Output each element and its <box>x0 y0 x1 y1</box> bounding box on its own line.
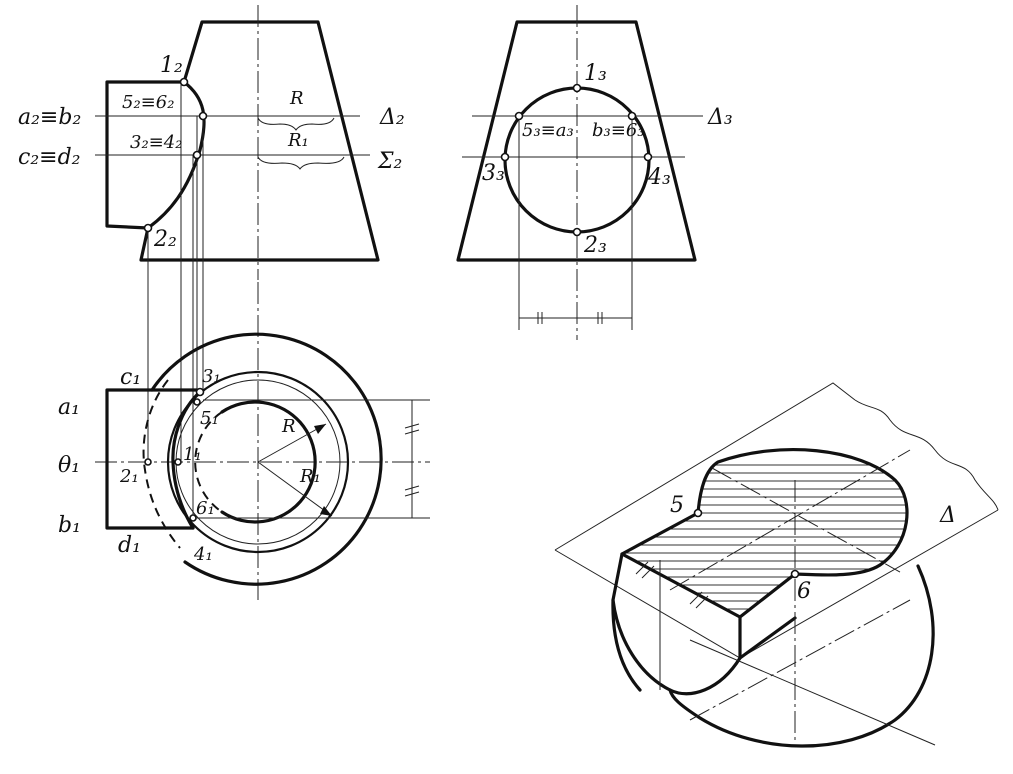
front-intersection-curve <box>146 80 206 230</box>
label-theta1: θ₁ <box>58 453 80 478</box>
iso-axis <box>689 599 911 721</box>
label-2-2: 2₂ <box>153 227 177 252</box>
isometric-view: 5 6 Δ <box>554 382 999 748</box>
label-b-3-6-3: b₃≡6₃ <box>592 120 645 141</box>
dim-tick <box>635 561 649 575</box>
cone-body-curve <box>668 564 935 748</box>
point-1-2 <box>179 77 189 87</box>
top-prism-outline <box>105 388 199 530</box>
label-d1: d₁ <box>118 533 141 558</box>
label-1-3: 1₃ <box>584 61 607 86</box>
front-cone-outline <box>139 20 380 262</box>
cone-body-left <box>611 598 642 692</box>
point-6-iso <box>790 569 800 579</box>
label-3-2-4-2: 3₂≡4₂ <box>130 132 182 153</box>
label-R1-front: R₁ <box>287 130 309 151</box>
point-3-2 <box>192 150 202 160</box>
label-delta-iso: Δ <box>939 503 956 528</box>
label-6-1: 6₁ <box>196 498 215 519</box>
brace-R <box>257 117 335 131</box>
label-6-iso: 6 <box>797 579 811 604</box>
top-circle-R1 <box>166 370 350 554</box>
plane-delta <box>554 382 856 551</box>
label-c1: c₁ <box>120 365 141 390</box>
label-5-1: 5₁ <box>200 408 219 429</box>
top-intersection-curve <box>171 390 202 530</box>
dim-tick <box>404 429 420 435</box>
top-outer-circle <box>150 332 383 586</box>
brace-R1 <box>257 156 345 170</box>
label-delta3: Δ₃ <box>707 105 733 130</box>
front-prism-outline <box>105 80 186 230</box>
label-b1: b₁ <box>58 513 81 538</box>
point-3-1 <box>195 387 205 397</box>
side-cone-outline <box>456 20 697 262</box>
label-4-1: 4₁ <box>193 544 213 565</box>
label-sigma2: Σ₂ <box>377 149 402 174</box>
dim-tick <box>689 591 703 605</box>
top-view: c₁ a₁ θ₁ b₁ d₁ 3₁ 5₁ 1₁ 2₁ 6₁ 4₁ R R₁ <box>58 282 430 600</box>
iso-construction-line <box>689 639 936 746</box>
prism-side-edge <box>738 616 797 660</box>
label-3-3: 3₃ <box>482 161 505 186</box>
point-6-1 <box>189 514 197 522</box>
front-view: a₂≡b₂ c₂≡d₂ 1₂ 5₂≡6₂ 3₂≡4₂ 2₂ R R₁ Δ₂ Σ₂ <box>18 5 405 518</box>
label-R-front: R <box>289 88 304 109</box>
dim-tick <box>404 491 420 497</box>
dim-tick <box>641 565 655 579</box>
label-1-1: 1₁ <box>183 444 202 465</box>
arrowhead <box>320 506 332 516</box>
prism-front-face <box>611 552 742 696</box>
label-1-2: 1₂ <box>160 53 183 78</box>
radius-R1-arrow <box>257 461 333 517</box>
label-4-3: 4₃ <box>647 165 671 190</box>
label-a2-b2: a₂≡b₂ <box>18 105 81 130</box>
point-2-3 <box>572 227 582 237</box>
point-5-1 <box>193 398 201 406</box>
iso-axis <box>711 467 901 573</box>
point-6-3 <box>627 111 637 121</box>
label-R1-top: R₁ <box>299 466 321 487</box>
top-hidden-curve <box>142 379 181 549</box>
point-4-3 <box>643 152 653 162</box>
side-view: 1₃ 5₃≡a₃ b₃≡6₃ 3₃ 4₃ 2₃ Δ₃ <box>456 5 733 340</box>
section-outline <box>696 448 909 577</box>
top-circle-R-hidden <box>194 411 223 513</box>
point-1-3 <box>572 83 582 93</box>
label-a1: a₁ <box>58 395 80 420</box>
point-2-2 <box>143 223 153 233</box>
dim-tick <box>404 423 420 429</box>
label-c2-d2: c₂≡d₂ <box>18 145 80 170</box>
label-5-3-a-3: 5₃≡a₃ <box>522 120 574 141</box>
label-5-iso: 5 <box>670 493 684 518</box>
radius-R-arrow <box>257 423 327 463</box>
section-hatching <box>622 464 907 610</box>
point-5-iso <box>693 508 703 518</box>
label-delta2: Δ₂ <box>379 105 405 130</box>
dim-tick <box>404 485 420 491</box>
arrowhead <box>314 424 326 434</box>
point-1-1 <box>174 458 182 466</box>
iso-axis <box>669 449 911 591</box>
label-2-3: 2₃ <box>583 233 607 258</box>
top-circle-R-visible <box>220 400 317 524</box>
label-3-1: 3₁ <box>202 366 221 387</box>
label-5-2-6-2: 5₂≡6₂ <box>122 92 174 113</box>
label-R-top: R <box>281 416 296 437</box>
point-5-3 <box>514 111 524 121</box>
point-2-1 <box>144 458 152 466</box>
point-3-3 <box>500 152 510 162</box>
plane-delta-wavy-edge <box>854 399 999 511</box>
label-2-1: 2₁ <box>119 466 139 487</box>
dim-tick <box>695 595 709 609</box>
point-5-2 <box>198 111 208 121</box>
prism-top-face <box>620 511 797 619</box>
